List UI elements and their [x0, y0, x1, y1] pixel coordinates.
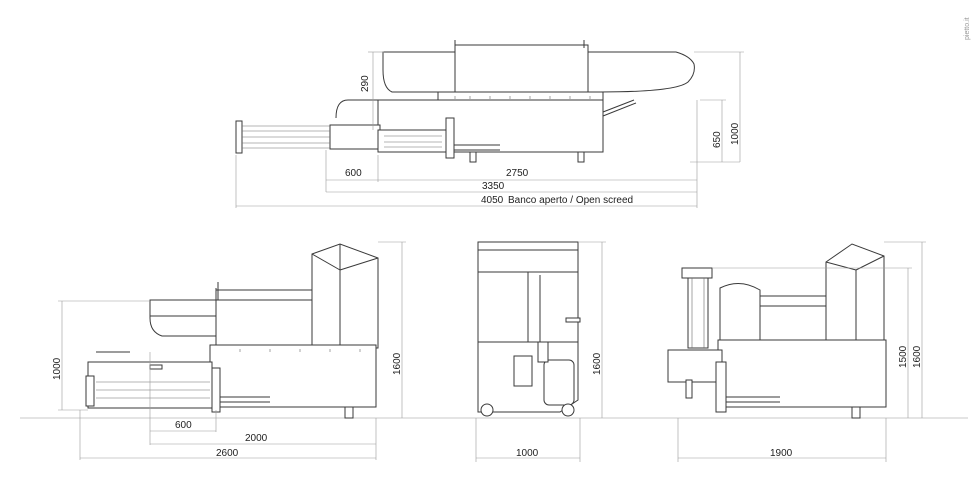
dim-600-label: 600	[345, 168, 362, 179]
front-dim-1000-label: 1000	[516, 448, 539, 459]
top-view: 290 650 1000 600 2750 3350 4050 Banco ap…	[235, 40, 744, 208]
dim-3350-label: 3350	[482, 181, 505, 192]
rear-view: 1500 1600 1900	[667, 241, 926, 462]
front-view: 1600 1000	[475, 241, 606, 462]
dim-4050-note: Banco aperto / Open screed	[508, 195, 633, 206]
side-dim-600-label: 600	[175, 420, 192, 431]
dim-1000-label: 1000	[730, 122, 741, 145]
side-dim-2000-label: 2000	[245, 433, 268, 444]
dim-2750-label: 2750	[506, 168, 529, 179]
rear-dim-1600-label: 1600	[912, 345, 923, 368]
rear-dim-1900-label: 1900	[770, 448, 793, 459]
rear-dim-1500-label: 1500	[898, 345, 909, 368]
dim-650-label: 650	[712, 131, 723, 148]
front-dim-1600-label: 1600	[592, 352, 603, 375]
credit-text: pietto.it	[964, 17, 971, 40]
side-dim-1000-label: 1000	[52, 357, 63, 380]
side-dim-1600-label: 1600	[392, 352, 403, 375]
side-dim-2600-label: 2600	[216, 448, 239, 459]
dim-4050-label: 4050	[481, 195, 504, 206]
side-view: 1000 1600 600 2000 2600	[52, 241, 406, 460]
dim-290-label: 290	[360, 75, 371, 92]
